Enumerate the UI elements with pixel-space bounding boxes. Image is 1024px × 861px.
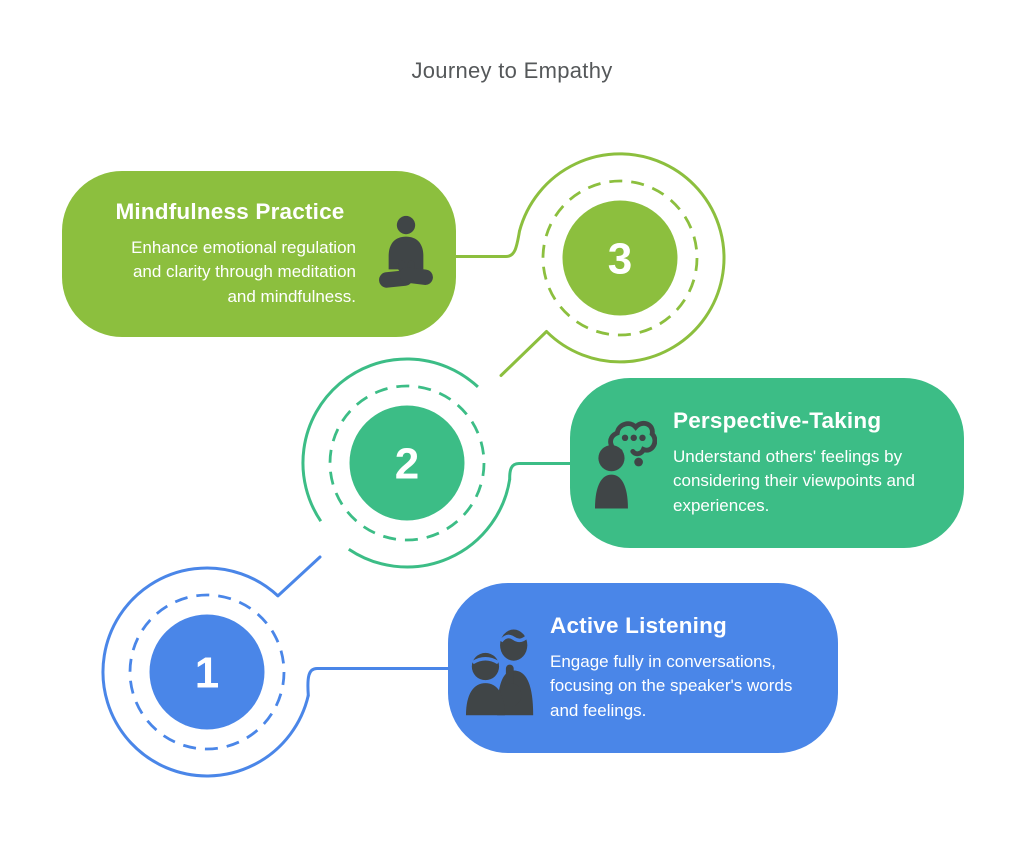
card-description: Understand others' feelings by consideri… [673, 447, 915, 515]
card-description: Engage fully in conversations, focusing … [550, 652, 793, 720]
step-3-number-circle [562, 200, 678, 316]
card-description: Enhance emotional regulation and clarity… [131, 238, 356, 306]
card-perspective-text: Perspective-Taking Understand others' fe… [673, 408, 935, 517]
step-3-dashed-circle [541, 179, 699, 337]
step-3-ring [518, 152, 726, 364]
card-perspective-taking: Perspective-Taking Understand others' fe… [570, 378, 964, 548]
card-title: Active Listening [550, 613, 727, 639]
two-people-listening-icon [462, 621, 542, 716]
card-title: Perspective-Taking [673, 408, 882, 434]
step-3-number: 3 [608, 235, 632, 284]
step-1-number: 1 [195, 649, 219, 698]
step-1-number-circle [149, 614, 265, 730]
meditating-person-icon [356, 214, 456, 294]
connector-step1-to-step2 [276, 555, 322, 598]
card-mindfulness-text: Mindfulness Practice Enhance emotional r… [104, 199, 356, 308]
step-2-ring-lower [347, 479, 512, 569]
connector-step3-to-step2 [499, 330, 548, 377]
step-1-node: 1 [101, 555, 454, 778]
step-2-node: 2 [301, 357, 577, 569]
step-2-ring-upper [301, 357, 479, 523]
step-1-dashed-circle [128, 593, 286, 751]
connector-step2-to-card [508, 462, 577, 481]
step-1-ring [101, 566, 310, 778]
connector-step1-to-card [306, 667, 454, 697]
page-title: Journey to Empathy [411, 58, 613, 83]
card-active-text: Active Listening Engage fully in convers… [550, 613, 802, 722]
card-mindfulness-practice: Mindfulness Practice Enhance emotional r… [62, 171, 456, 337]
card-title: Mindfulness Practice [115, 199, 345, 225]
step-2-number-circle [349, 405, 465, 521]
person-thought-bubble-icon [588, 417, 664, 509]
step-3-node: 3 [452, 152, 726, 377]
connector-step3-to-card [452, 229, 521, 258]
card-active-listening: Active Listening Engage fully in convers… [448, 583, 838, 753]
step-2-number: 2 [395, 440, 419, 489]
step-2-dashed-circle [328, 384, 486, 542]
